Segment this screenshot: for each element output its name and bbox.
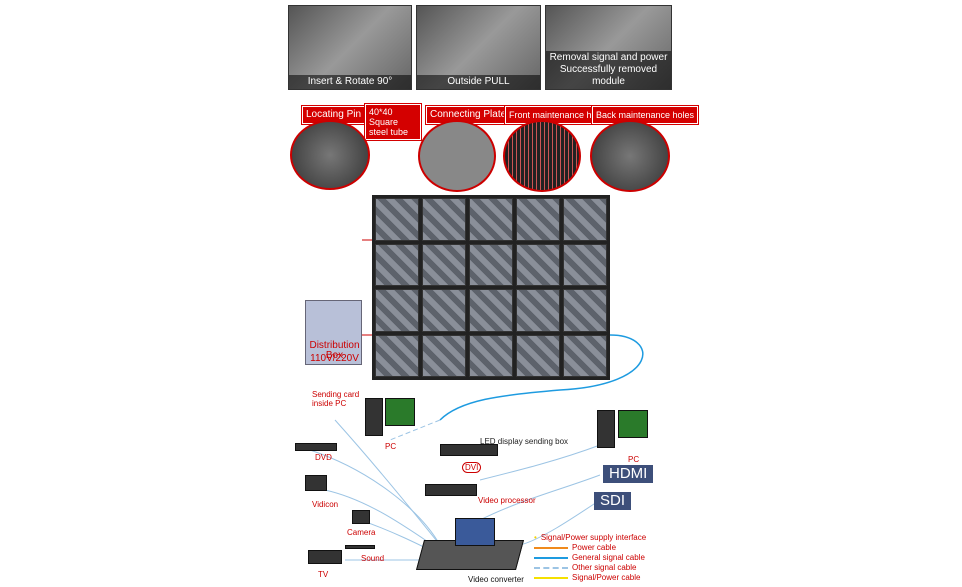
callout-steel-tube: 40*40 Square steel tube [365, 104, 421, 140]
photo-caption: Removal signal and power Successfully re… [546, 51, 671, 89]
sending-box-label: LED display sending box [480, 437, 569, 446]
legend-item: Other signal cable [534, 563, 646, 572]
connecting-plate-detail [418, 120, 496, 192]
sdi-badge: SDI [594, 492, 632, 510]
sending-box [440, 444, 498, 456]
sending-card-label: Sending card inside PC [312, 390, 360, 408]
video-processor [425, 484, 477, 496]
distribution-box-voltage: 110V/220V [310, 353, 359, 364]
photo-outside-pull: Outside PULL [416, 5, 541, 90]
legend-item: General signal cable [534, 553, 646, 562]
distribution-box-label: Distribution Box [309, 340, 360, 361]
back-holes-detail [590, 120, 670, 192]
microphone [345, 545, 375, 549]
pc-tower-left [365, 398, 383, 436]
dvd-player [295, 443, 337, 451]
vidicon [305, 475, 327, 491]
pc-monitor-right [618, 410, 648, 438]
photo-removal: Removal signal and power Successfully re… [545, 5, 672, 90]
distribution-box: Distribution Box 110V/220V [305, 300, 362, 365]
pc-left-label: PC [385, 442, 397, 451]
vidicon-label: Vidicon [312, 500, 339, 509]
legend: •Signal/Power supply interface Power cab… [534, 533, 646, 582]
legend-item: Power cable [534, 543, 646, 552]
led-cabinet-grid [372, 195, 610, 380]
locating-pin-detail [290, 120, 370, 190]
sound-label: Sound [361, 554, 385, 563]
camera-label: Camera [347, 528, 376, 537]
legend-item: •Signal/Power supply interface [534, 533, 647, 542]
dvd-label: DVD [315, 453, 332, 462]
video-converter-screen [455, 518, 495, 546]
legend-item: Signal/Power cable [534, 573, 646, 582]
pc-right-label: PC [628, 455, 640, 464]
tv-box [308, 550, 342, 564]
tv-label: TV [318, 570, 329, 579]
video-processor-label: Video processor [478, 496, 536, 505]
camera [352, 510, 370, 524]
photo-caption: Insert & Rotate 90° [289, 75, 411, 89]
video-converter-label: Video converter [468, 575, 524, 584]
front-holes-detail [503, 120, 581, 192]
dvi-badge: DVI [462, 462, 482, 473]
photo-insert-rotate: Insert & Rotate 90° [288, 5, 412, 90]
hdmi-badge: HDMI [603, 465, 654, 483]
photo-caption: Outside PULL [417, 75, 540, 89]
pc-tower-right [597, 410, 615, 448]
pc-monitor-left [385, 398, 415, 426]
